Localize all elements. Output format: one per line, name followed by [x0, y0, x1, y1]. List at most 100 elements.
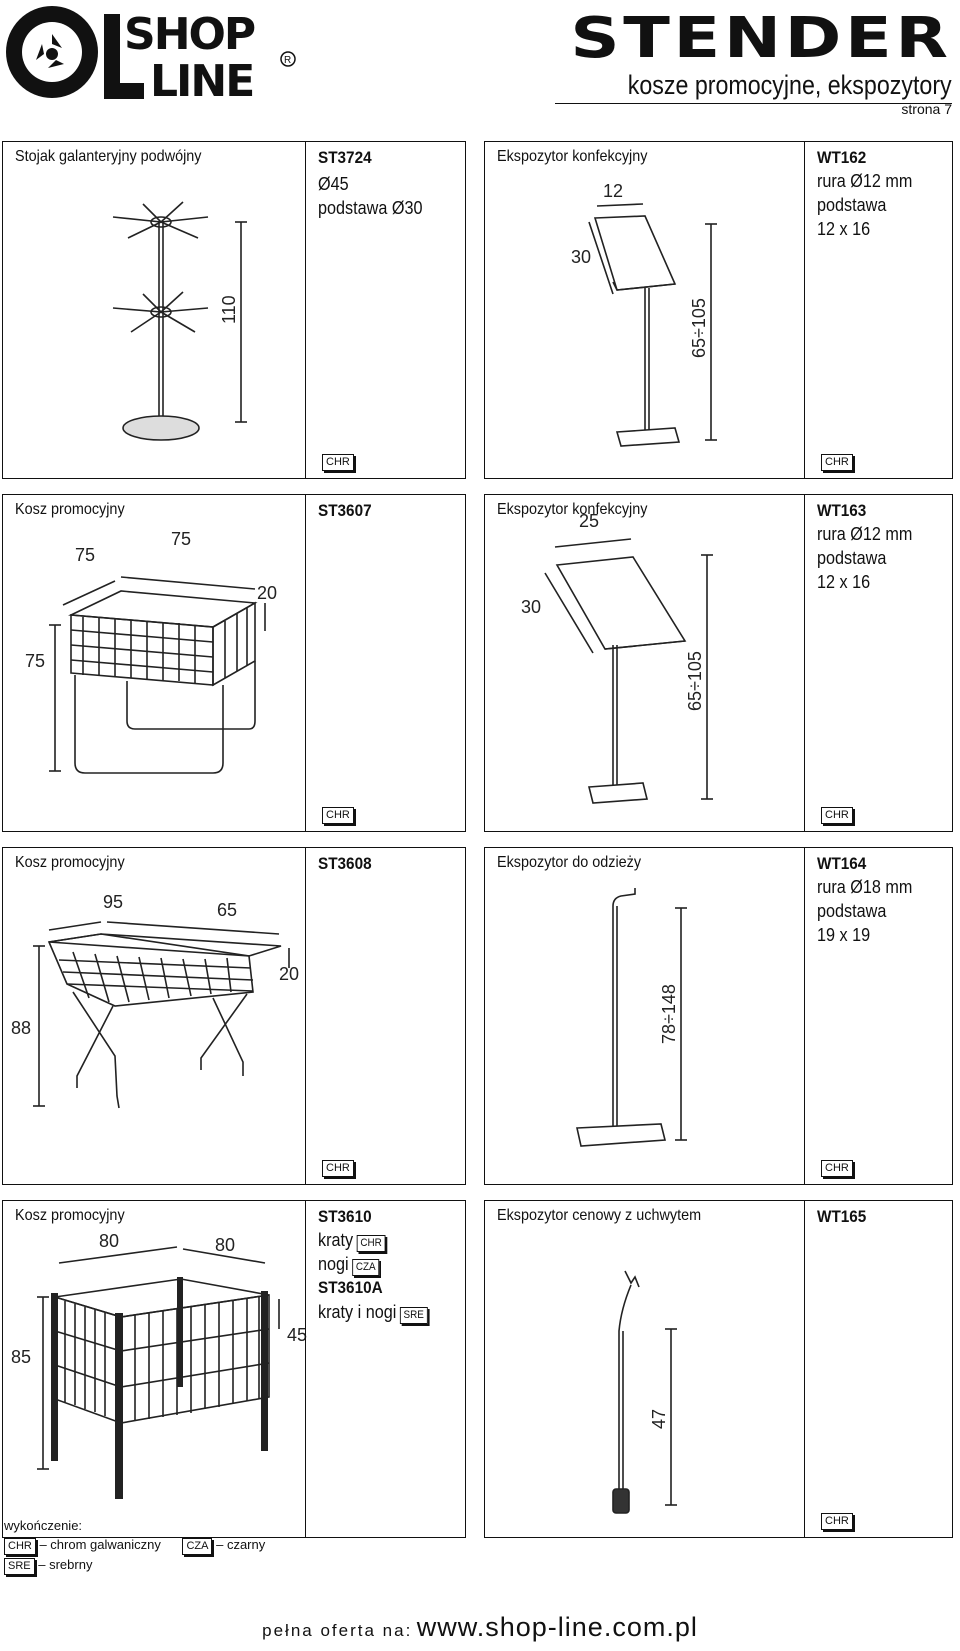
product-drawing: 78÷148 — [576, 888, 687, 1147]
finish-badge: CHR — [322, 1160, 354, 1177]
spec-line: 19 x 19 — [817, 925, 871, 945]
product-drawing: 12 30 65÷105 — [571, 181, 717, 447]
product-drawing: 80 80 45 85 — [11, 1231, 307, 1499]
dim-label: 75 — [171, 529, 191, 549]
product-desc-cell: Ekspozytor konfekcyjny 12 30 65÷105 — [484, 141, 805, 479]
product-drawing: 75 75 20 75 — [25, 529, 277, 774]
svg-text:R: R — [284, 55, 291, 66]
dim-label: 80 — [215, 1235, 235, 1255]
dim-label: 65 — [217, 900, 237, 920]
spec-line: podstawa — [817, 195, 887, 215]
product-spec-cell: ST3608 CHR — [305, 847, 466, 1185]
legend-code: SRE — [4, 1558, 35, 1575]
product-spec-cell: ST3724 Ø45 podstawa Ø30 CHR — [305, 141, 466, 479]
product-code: WT163 — [817, 501, 867, 520]
dim-label: 88 — [11, 1018, 31, 1038]
finish-badge: CHR — [821, 807, 853, 824]
dim-label: 110 — [219, 295, 239, 324]
product-drawing: 47 — [612, 1270, 677, 1514]
product-spec-cell: WT162 rura Ø12 mm podstawa 12 x 16 CHR — [804, 141, 953, 479]
dim-label: 85 — [11, 1347, 31, 1367]
product-spec-cell: WT165 CHR — [804, 1200, 953, 1538]
dim-label: 65÷105 — [685, 651, 705, 711]
product-drawing: 25 30 65÷105 — [521, 511, 713, 804]
dim-label: 45 — [287, 1325, 307, 1345]
dim-label: 30 — [521, 597, 541, 617]
variant-code: ST3610A — [318, 1278, 383, 1297]
legend-label: – srebrny — [38, 1557, 93, 1572]
finish-badge: CHR — [322, 807, 354, 824]
legend-code: CHR — [4, 1538, 36, 1555]
product-desc-cell: Ekspozytor do odzieży 78÷148 — [484, 847, 805, 1185]
product-title: Ekspozytor do odzieży — [497, 854, 642, 871]
finish-legend: wykończenie: CHR – chrom galwaniczny CZA… — [4, 1516, 265, 1575]
shop-line-logo: SHOP LINE R — [4, 4, 304, 107]
dim-label: 75 — [75, 545, 95, 565]
product-desc-cell: Kosz promocyjny 95 65 20 88 — [2, 847, 306, 1185]
dim-label: 65÷105 — [689, 298, 709, 358]
product-code: ST3610 — [318, 1207, 372, 1226]
product-title: Ekspozytor konfekcyjny — [497, 501, 648, 518]
brand-block: STENDER kosze promocyjne, ekspozytory st… — [571, 11, 952, 118]
spec-line: 12 x 16 — [817, 572, 871, 592]
product-title: Ekspozytor konfekcyjny — [497, 148, 648, 165]
brand-name: STENDER — [570, 6, 952, 71]
product-drawing: 110 — [112, 201, 247, 441]
product-title: Ekspozytor cenowy z uchwytem — [497, 1207, 702, 1224]
product-title: Kosz promocyjny — [15, 1207, 125, 1224]
spec-line: rura Ø12 mm — [817, 524, 913, 544]
finish-badge: CHR — [821, 454, 853, 471]
product-code: WT162 — [817, 148, 867, 167]
product-title: Kosz promocyjny — [15, 854, 125, 871]
product-title: Kosz promocyjny — [15, 501, 125, 518]
product-desc-cell: Kosz promocyjny 80 80 45 85 — [2, 1200, 307, 1538]
product-code: ST3608 — [318, 854, 372, 873]
product-spec-cell: WT164 rura Ø18 mm podstawa 19 x 19 CHR — [804, 847, 953, 1185]
finish-badge: CZA — [352, 1259, 380, 1276]
product-spec-cell: WT163 rura Ø12 mm podstawa 12 x 16 CHR — [804, 494, 953, 832]
finish-badge: CHR — [322, 454, 354, 471]
product-title: Stojak galanteryjny podwójny — [15, 148, 202, 165]
page-subtitle: kosze promocyjne, ekspozytory — [628, 70, 952, 100]
product-desc-cell: Ekspozytor konfekcyjny 25 30 65÷105 — [484, 494, 805, 832]
product-desc-cell: Stojak galanteryjny podwójny 110 — [2, 141, 306, 479]
footer: pełna oferta na: www.shop-line.com.pl — [0, 1612, 960, 1643]
footer-url[interactable]: www.shop-line.com.pl — [416, 1612, 698, 1642]
product-spec-cell: ST3607 CHR — [305, 494, 466, 832]
legend-label: – czarny — [216, 1537, 266, 1552]
finish-badge: CHR — [821, 1513, 853, 1530]
dim-label: 78÷148 — [659, 984, 679, 1044]
dim-label: 12 — [603, 181, 623, 201]
spec-line: rura Ø18 mm — [817, 877, 913, 897]
spec-line: podstawa — [817, 548, 887, 568]
dim-label: 75 — [25, 651, 45, 671]
dim-label: 47 — [649, 1409, 669, 1429]
product-code: WT165 — [817, 1207, 867, 1226]
dim-label: 20 — [279, 964, 299, 984]
legend-code: CZA — [182, 1538, 213, 1555]
product-desc-cell: Ekspozytor cenowy z uchwytem 47 — [484, 1200, 805, 1538]
dim-label: 80 — [99, 1231, 119, 1251]
legend-title: wykończenie: — [4, 1518, 83, 1533]
spec-line: Ø45 — [318, 174, 349, 194]
finish-badge: SRE — [399, 1307, 428, 1324]
page-number: strona 7 — [901, 101, 952, 117]
product-drawing: 95 65 20 88 — [11, 892, 299, 1109]
product-code: ST3607 — [318, 501, 372, 520]
product-code: WT164 — [817, 854, 867, 873]
spec-line: 12 x 16 — [817, 219, 871, 239]
product-desc-cell: Kosz promocyjny 75 75 20 75 — [2, 494, 306, 832]
spec-line: rura Ø12 mm — [817, 171, 913, 191]
product-code: ST3724 — [318, 148, 372, 167]
dim-label: 30 — [571, 247, 591, 267]
logo-word-bottom: LINE — [150, 56, 253, 104]
finish-badge: CHR — [821, 1160, 853, 1177]
legend-label: – chrom galwaniczny — [39, 1537, 161, 1552]
logo-word-top: SHOP — [124, 9, 255, 60]
spec-line: podstawa — [817, 901, 887, 921]
dim-label: 20 — [257, 583, 277, 603]
